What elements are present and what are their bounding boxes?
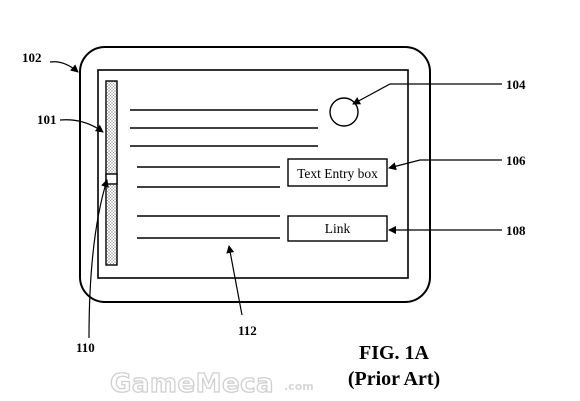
watermark-suffix: .com <box>284 380 314 393</box>
label-112: 112 <box>238 323 257 338</box>
watermark-brand: GameMeca <box>110 369 274 399</box>
screen <box>97 69 409 279</box>
figure-caption: FIG. 1A (Prior Art) <box>348 342 440 390</box>
leader-106 <box>388 159 502 171</box>
watermark: GameMeca .com <box>109 368 314 399</box>
leader-112 <box>226 245 243 316</box>
link-box[interactable]: Link <box>287 215 388 242</box>
label-108: 108 <box>506 223 526 238</box>
scrollbar-track <box>105 80 118 266</box>
label-101: 101 <box>37 112 57 127</box>
leader-lines <box>49 61 502 339</box>
text-entry-box[interactable]: Text Entry box <box>287 158 388 187</box>
label-104: 104 <box>506 77 526 92</box>
scroll-thumb[interactable] <box>105 173 118 185</box>
leader-101 <box>59 119 104 133</box>
leader-104 <box>352 83 502 105</box>
device-body <box>79 46 431 303</box>
figure-title: FIG. 1A <box>359 342 430 364</box>
label-110: 110 <box>76 340 95 355</box>
reference-numerals: 102 101 104 106 108 110 112 <box>22 50 526 355</box>
image-circle <box>329 97 359 127</box>
link-box-label: Link <box>325 221 351 236</box>
text-entry-box-label: Text Entry box <box>297 166 378 181</box>
leader-110 <box>88 179 109 339</box>
label-106: 106 <box>506 153 526 168</box>
leader-102 <box>49 61 79 73</box>
text-lines <box>130 109 318 239</box>
scrollbar[interactable] <box>105 80 118 266</box>
figure-subtitle: (Prior Art) <box>348 368 440 390</box>
label-102: 102 <box>22 50 42 65</box>
